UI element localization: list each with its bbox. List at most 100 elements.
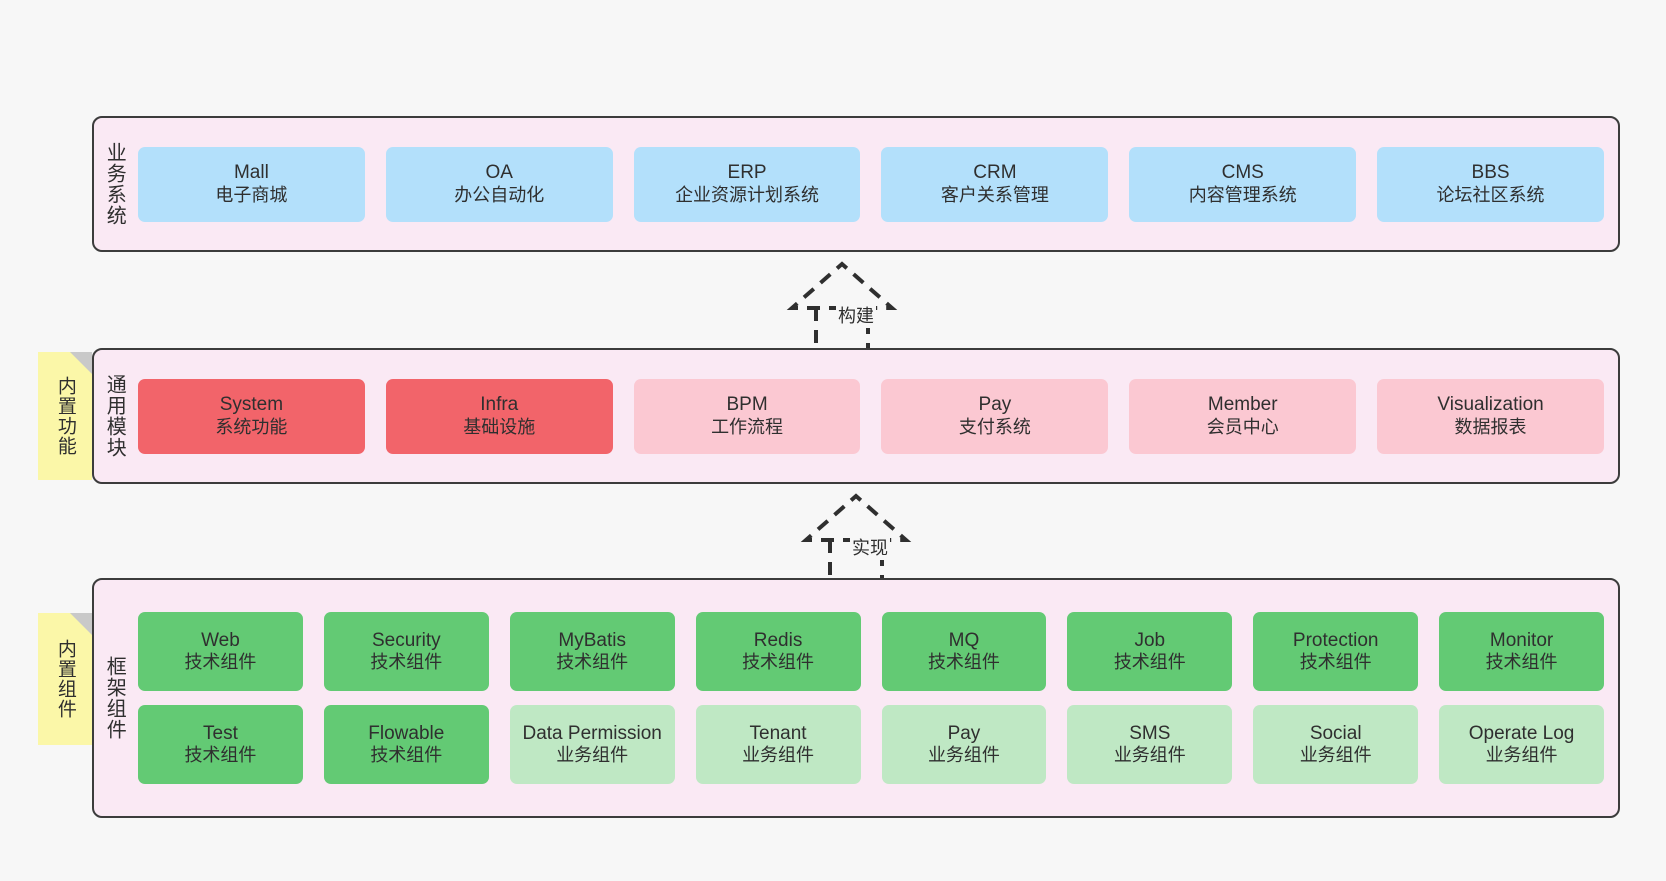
layer-body-framework-components: Web 技术组件 Security 技术组件 MyBatis 技术组件 Redi… bbox=[134, 580, 1618, 816]
module-title: Visualization bbox=[1437, 394, 1544, 416]
module-infra[interactable]: Infra 基础设施 bbox=[385, 378, 613, 454]
component-subtitle: 业务组件 bbox=[927, 745, 1000, 766]
module-title: ERP bbox=[727, 162, 767, 184]
connector-build: 构建 bbox=[772, 258, 932, 354]
component-title: Security bbox=[371, 629, 441, 651]
sticky-note-builtin-components: 内置组件 bbox=[38, 613, 92, 745]
module-bbs[interactable]: BBS 论坛社区系统 bbox=[1377, 146, 1604, 222]
layer-title-common-modules: 通用模块 bbox=[103, 374, 126, 458]
module-title: OA bbox=[485, 162, 513, 184]
module-title: Member bbox=[1207, 394, 1278, 416]
module-subtitle: 办公自动化 bbox=[454, 184, 545, 205]
component-subtitle: 技术组件 bbox=[1485, 652, 1558, 673]
component-subtitle: 技术组件 bbox=[556, 652, 629, 673]
layer-body-common-modules: System 系统功能 Infra 基础设施 BPM 工作流程 Pay 支付系统… bbox=[134, 350, 1618, 482]
component-title: Data Permission bbox=[522, 722, 662, 744]
module-subtitle: 论坛社区系统 bbox=[1436, 184, 1545, 205]
module-row: System 系统功能 Infra 基础设施 BPM 工作流程 Pay 支付系统… bbox=[138, 378, 1604, 454]
module-erp[interactable]: ERP 企业资源计划系统 bbox=[633, 146, 861, 222]
module-oa[interactable]: OA 办公自动化 bbox=[385, 146, 613, 222]
connector-implement: 实现 bbox=[786, 490, 946, 586]
module-row: Mall 电子商城 OA 办公自动化 ERP 企业资源计划系统 CRM 客户关系… bbox=[138, 146, 1604, 222]
component-title: SMS bbox=[1129, 722, 1171, 744]
component-social[interactable]: Social 业务组件 bbox=[1253, 705, 1419, 784]
module-title: Infra bbox=[480, 394, 519, 416]
module-subtitle: 客户关系管理 bbox=[940, 184, 1049, 205]
module-title: CMS bbox=[1221, 162, 1264, 184]
component-data-permission[interactable]: Data Permission 业务组件 bbox=[509, 705, 675, 784]
component-title: Operate Log bbox=[1468, 722, 1575, 744]
module-bpm[interactable]: BPM 工作流程 bbox=[633, 378, 861, 454]
component-title: Pay bbox=[947, 722, 981, 744]
component-redis[interactable]: Redis 技术组件 bbox=[695, 612, 861, 691]
module-subtitle: 支付系统 bbox=[958, 416, 1031, 437]
component-subtitle: 技术组件 bbox=[370, 652, 443, 673]
component-tenant[interactable]: Tenant 业务组件 bbox=[695, 705, 861, 784]
component-sms[interactable]: SMS 业务组件 bbox=[1067, 705, 1233, 784]
module-title: CRM bbox=[973, 162, 1017, 184]
module-subtitle: 企业资源计划系统 bbox=[675, 184, 820, 205]
layer-title-business-systems: 业务系统 bbox=[103, 142, 126, 226]
note-label: 内置组件 bbox=[54, 639, 76, 719]
component-subtitle: 业务组件 bbox=[1485, 745, 1558, 766]
layer-body-business-systems: Mall 电子商城 OA 办公自动化 ERP 企业资源计划系统 CRM 客户关系… bbox=[134, 118, 1618, 250]
component-flowable[interactable]: Flowable 技术组件 bbox=[323, 705, 489, 784]
component-subtitle: 技术组件 bbox=[927, 652, 1000, 673]
component-subtitle: 技术组件 bbox=[742, 652, 815, 673]
component-mq[interactable]: MQ 技术组件 bbox=[881, 612, 1047, 691]
connector-label: 构建 bbox=[836, 302, 876, 328]
component-title: Test bbox=[203, 722, 238, 744]
sticky-note-builtin-features: 内置功能 bbox=[38, 352, 92, 480]
module-subtitle: 会员中心 bbox=[1206, 416, 1279, 437]
component-title: Monitor bbox=[1489, 629, 1554, 651]
component-protection[interactable]: Protection 技术组件 bbox=[1253, 612, 1419, 691]
component-monitor[interactable]: Monitor 技术组件 bbox=[1439, 612, 1604, 691]
module-title: Pay bbox=[978, 394, 1012, 416]
component-subtitle: 技术组件 bbox=[1299, 652, 1372, 673]
layer-framework-components: 框架组件 Web 技术组件 Security 技术组件 MyBatis 技术组件… bbox=[92, 578, 1620, 818]
component-subtitle: 业务组件 bbox=[556, 745, 629, 766]
module-pay[interactable]: Pay 支付系统 bbox=[881, 378, 1109, 454]
module-title: BBS bbox=[1471, 162, 1510, 184]
module-member[interactable]: Member 会员中心 bbox=[1129, 378, 1357, 454]
module-subtitle: 基础设施 bbox=[463, 416, 536, 437]
component-subtitle: 技术组件 bbox=[1113, 652, 1186, 673]
component-row-business: Test 技术组件 Flowable 技术组件 Data Permission … bbox=[138, 705, 1604, 784]
component-title: Protection bbox=[1292, 629, 1379, 651]
component-title: Job bbox=[1134, 629, 1166, 651]
component-mybatis[interactable]: MyBatis 技术组件 bbox=[509, 612, 675, 691]
component-title: Tenant bbox=[749, 722, 807, 744]
note-label: 内置功能 bbox=[54, 376, 76, 456]
module-mall[interactable]: Mall 电子商城 bbox=[138, 146, 365, 222]
layer-title-framework-components: 框架组件 bbox=[103, 656, 126, 740]
module-visualization[interactable]: Visualization 数据报表 bbox=[1377, 378, 1604, 454]
component-title: MQ bbox=[948, 629, 980, 651]
module-subtitle: 工作流程 bbox=[711, 416, 784, 437]
component-operate-log[interactable]: Operate Log 业务组件 bbox=[1439, 705, 1604, 784]
module-cms[interactable]: CMS 内容管理系统 bbox=[1129, 146, 1357, 222]
component-title: Flowable bbox=[368, 722, 445, 744]
module-subtitle: 数据报表 bbox=[1454, 416, 1527, 437]
layer-common-modules: 通用模块 System 系统功能 Infra 基础设施 BPM 工作流程 Pay… bbox=[92, 348, 1620, 484]
module-system[interactable]: System 系统功能 bbox=[138, 378, 365, 454]
module-title: Mall bbox=[233, 162, 269, 184]
component-subtitle: 业务组件 bbox=[1113, 745, 1186, 766]
module-subtitle: 系统功能 bbox=[215, 416, 288, 437]
component-web[interactable]: Web 技术组件 bbox=[138, 612, 303, 691]
component-subtitle: 业务组件 bbox=[1299, 745, 1372, 766]
component-pay[interactable]: Pay 业务组件 bbox=[881, 705, 1047, 784]
module-subtitle: 内容管理系统 bbox=[1188, 184, 1297, 205]
component-security[interactable]: Security 技术组件 bbox=[323, 612, 489, 691]
module-title: System bbox=[219, 394, 284, 416]
component-job[interactable]: Job 技术组件 bbox=[1067, 612, 1233, 691]
component-test[interactable]: Test 技术组件 bbox=[138, 705, 303, 784]
component-row-technical: Web 技术组件 Security 技术组件 MyBatis 技术组件 Redi… bbox=[138, 612, 1604, 691]
note-fold-icon bbox=[70, 613, 92, 635]
component-subtitle: 技术组件 bbox=[370, 745, 443, 766]
module-subtitle: 电子商城 bbox=[215, 184, 288, 205]
component-title: Redis bbox=[753, 629, 803, 651]
note-fold-icon bbox=[70, 352, 92, 374]
layer-business-systems: 业务系统 Mall 电子商城 OA 办公自动化 ERP 企业资源计划系统 CRM… bbox=[92, 116, 1620, 252]
module-crm[interactable]: CRM 客户关系管理 bbox=[881, 146, 1109, 222]
